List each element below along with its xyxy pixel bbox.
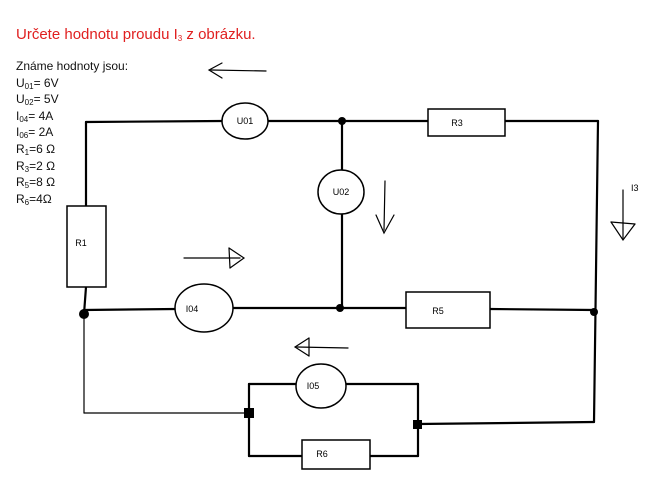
ammeter-i04: I04 <box>174 283 234 333</box>
title-suffix: z obrázku. <box>182 26 256 43</box>
given-symbol: R <box>16 158 25 173</box>
wire-middle <box>82 306 596 312</box>
given-values: Známe hodnoty jsou: U01= 6V U02= 5V I04=… <box>16 58 128 207</box>
given-subscript: 1 <box>24 147 30 157</box>
given-subscript: 04 <box>19 114 29 124</box>
given-subscript: 06 <box>19 131 29 141</box>
given-item: U02= 5V <box>16 91 128 108</box>
voltmeter-u02: U02 <box>317 169 365 215</box>
node-left-middle <box>79 309 89 319</box>
u02-label: U02 <box>333 187 350 197</box>
given-symbol: I <box>16 108 20 123</box>
title-text: Určete hodnotu proudu I <box>16 26 178 43</box>
given-value: = 6V <box>33 75 59 90</box>
given-item: R6=4Ω <box>16 191 128 208</box>
given-symbol: U <box>16 75 25 90</box>
givens-heading: Známe hodnoty jsou: <box>16 59 129 73</box>
i05-label: I05 <box>307 381 320 391</box>
given-item: I06= 2A <box>16 124 128 141</box>
resistor-r1: R1 <box>66 205 107 288</box>
given-item: R5=8 Ω <box>16 174 128 191</box>
given-subscript: 6 <box>24 197 30 207</box>
arrow-down-i3-icon <box>610 189 636 242</box>
given-value: =2 Ω <box>29 158 56 173</box>
r3-label: R3 <box>451 118 463 128</box>
wire-right <box>592 119 600 424</box>
resistor-r6: R6 <box>301 439 371 470</box>
given-symbol: I <box>16 125 20 140</box>
voltmeter-u01: U01 <box>221 102 269 140</box>
r6-label: R6 <box>316 449 328 459</box>
resistor-r3: R3 <box>427 108 506 137</box>
given-symbol: R <box>16 191 25 206</box>
given-subscript: 3 <box>24 164 30 174</box>
given-item: I04= 4A <box>16 108 128 125</box>
given-subscript: 02 <box>24 98 34 108</box>
given-item: R1=6 Ω <box>16 141 128 158</box>
given-value: =4Ω <box>29 191 52 206</box>
r5-label: R5 <box>432 306 444 316</box>
r1-label: R1 <box>75 238 87 248</box>
given-symbol: U <box>16 92 25 107</box>
given-subscript: 01 <box>24 81 34 91</box>
given-subscript: 5 <box>24 181 30 191</box>
node-bottom-left <box>244 408 254 418</box>
given-symbol: R <box>16 141 25 156</box>
u01-label: U01 <box>237 116 254 126</box>
node-right-middle <box>590 308 598 316</box>
given-value: =6 Ω <box>29 141 56 156</box>
arrow-right-i04-icon <box>183 247 246 269</box>
wire-top <box>84 119 600 124</box>
resistor-r5: R5 <box>405 291 491 329</box>
given-symbol: R <box>16 175 25 190</box>
title-subscript: 3 <box>177 34 183 43</box>
given-value: = 4A <box>28 108 54 123</box>
problem-title: Určete hodnotu proudu I3 z obrázku. <box>16 26 256 43</box>
given-item: R3=2 Ω <box>16 158 128 175</box>
arrow-left-top-icon <box>207 62 267 79</box>
arrow-down-u02-icon <box>375 180 395 235</box>
given-value: =8 Ω <box>29 175 56 190</box>
node-top-u02 <box>338 117 346 125</box>
given-value: = 5V <box>33 92 59 107</box>
i04-label: I04 <box>186 304 199 314</box>
i3-label: I3 <box>631 183 639 193</box>
node-middle-u02 <box>336 304 344 312</box>
arrow-left-i05-icon <box>293 337 349 357</box>
given-item: U01= 6V <box>16 75 128 92</box>
circuit-nodes <box>79 117 598 429</box>
ammeter-i05: I05 <box>295 363 347 409</box>
node-bottom-right <box>413 420 422 429</box>
given-value: = 2A <box>28 125 54 140</box>
wire-left <box>82 120 251 414</box>
